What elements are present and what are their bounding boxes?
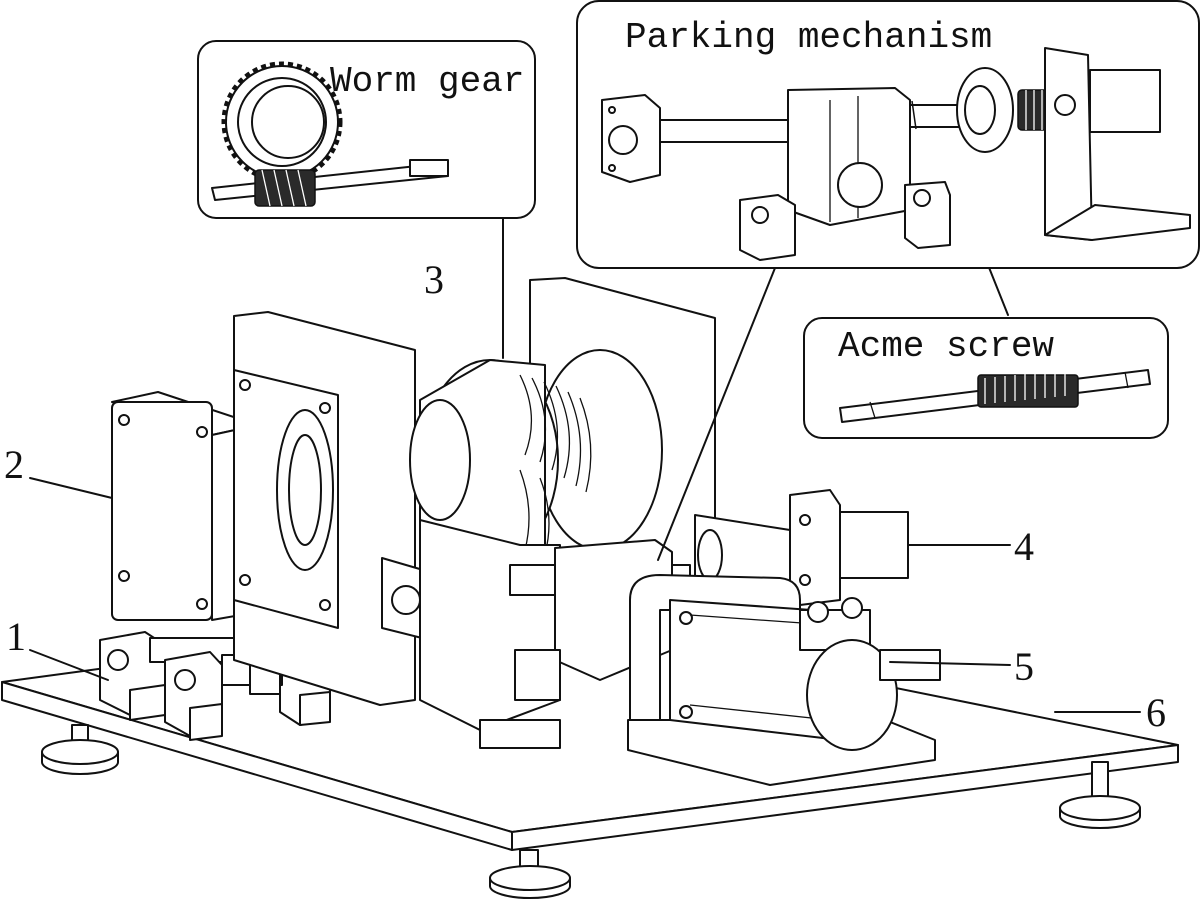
worm-gear-label: Worm gear bbox=[330, 61, 524, 102]
acme-screw-inset: Acme screw bbox=[803, 317, 1169, 439]
worm-shaft-housing bbox=[509, 539, 691, 701]
acme-screw-label: Acme screw bbox=[838, 326, 1054, 367]
foot-front-right bbox=[1059, 761, 1141, 829]
part-number-4: 4 bbox=[1014, 524, 1034, 569]
worm-gear-inset: Worm gear bbox=[197, 40, 536, 219]
part-number-3: 3 bbox=[424, 257, 444, 302]
part-number-1: 1 bbox=[6, 614, 26, 659]
part-number-2: 2 bbox=[4, 442, 24, 487]
load-motor bbox=[669, 597, 941, 751]
foot-front-left bbox=[41, 724, 119, 775]
part-number-5: 5 bbox=[1014, 644, 1034, 689]
callout-leaders bbox=[29, 139, 1141, 713]
parking-mechanism-inset: Parking mechanism bbox=[576, 0, 1200, 269]
foot-front-middle bbox=[489, 849, 571, 899]
part-number-labels: 2 1 3 4 5 6 bbox=[4, 257, 1166, 735]
acme-screw-illustration bbox=[839, 369, 1151, 423]
worm-gear-illustration bbox=[211, 61, 449, 207]
left-bearing-plate bbox=[233, 311, 431, 706]
part-number-6: 6 bbox=[1146, 690, 1166, 735]
parking-mechanism-label: Parking mechanism bbox=[625, 17, 992, 58]
parking-mechanism-illustration bbox=[601, 47, 1191, 261]
worm-wheel-teeth bbox=[519, 374, 592, 555]
leveling-feet bbox=[41, 724, 1141, 899]
